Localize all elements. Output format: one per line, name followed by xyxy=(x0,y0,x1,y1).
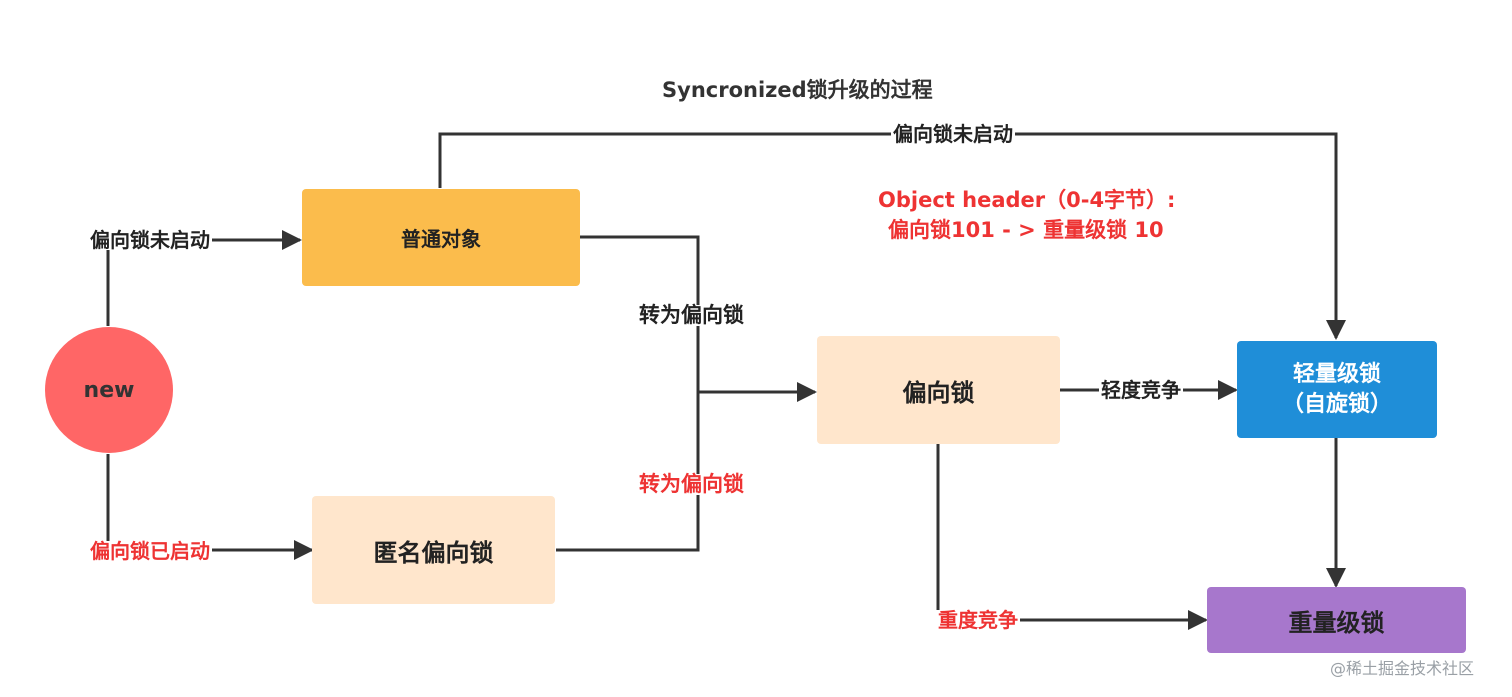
edge-new-to-normal xyxy=(106,230,302,326)
edge-top-bypass xyxy=(438,132,1346,340)
label-top-bypass: 偏向锁未启动 xyxy=(891,122,1015,146)
node-anonymous-biased-label: 匿名偏向锁 xyxy=(373,538,494,567)
node-heavyweight-label: 重量级锁 xyxy=(1288,608,1385,637)
edge-anonymous-to-biased xyxy=(556,392,700,552)
node-lightweight: 轻量级锁 （自旋锁） xyxy=(1237,341,1437,438)
watermark: @稀土掘金技术社区 xyxy=(1330,659,1475,678)
label-new-to-anonymous: 偏向锁已启动 xyxy=(88,539,212,563)
edge-heavy-contention xyxy=(936,444,1208,630)
node-heavyweight: 重量级锁 xyxy=(1207,587,1466,653)
object-header-note-line2: 偏向锁101 - > 重量级锁 10 xyxy=(888,218,1164,242)
edge-new-to-anonymous xyxy=(106,454,314,560)
node-normal-object: 普通对象 xyxy=(302,189,580,286)
node-lightweight-label-line2: （自旋锁） xyxy=(1281,391,1392,417)
label-anonymous-to-biased: 转为偏向锁 xyxy=(637,472,746,496)
label-normal-to-biased: 转为偏向锁 xyxy=(637,303,746,327)
node-lightweight-label-line1: 轻量级锁 xyxy=(1292,361,1381,387)
label-heavy-contention: 重度竞争 xyxy=(936,608,1020,632)
node-normal-object-label: 普通对象 xyxy=(401,227,481,251)
node-new: new xyxy=(45,327,173,453)
node-biased-label: 偏向锁 xyxy=(902,378,975,407)
node-anonymous-biased: 匿名偏向锁 xyxy=(312,496,555,604)
label-new-to-normal: 偏向锁未启动 xyxy=(88,228,212,252)
diagram-title: Syncronized锁升级的过程 xyxy=(662,78,933,102)
label-light-contention: 轻度竞争 xyxy=(1099,378,1183,402)
node-new-label: new xyxy=(83,377,135,403)
node-biased: 偏向锁 xyxy=(817,336,1060,444)
object-header-note-line1: Object header（0-4字节）: xyxy=(878,188,1176,212)
